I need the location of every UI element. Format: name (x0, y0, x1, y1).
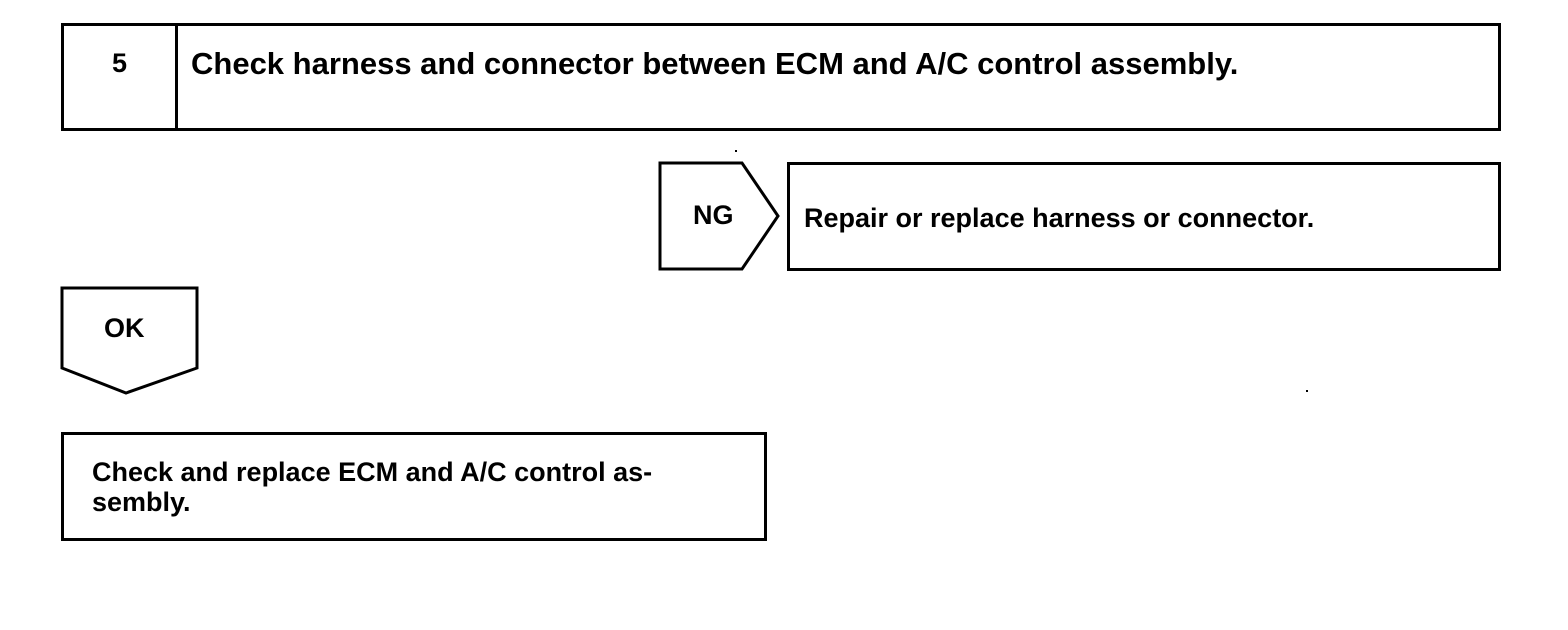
step-box: 5 Check harness and connector between EC… (61, 23, 1501, 131)
ok-label: OK (104, 313, 145, 343)
step-title: Check harness and connector between ECM … (191, 46, 1239, 81)
ok-result-text: Check and replace ECM and A/C control as… (92, 457, 653, 517)
scan-speck (1306, 390, 1308, 392)
ok-arrow-shape (60, 286, 199, 395)
ok-result-box: Check and replace ECM and A/C control as… (61, 432, 767, 541)
ng-result-text: Repair or replace harness or connector. (804, 203, 1315, 233)
ng-result-box: Repair or replace harness or connector. (787, 162, 1501, 271)
step-number: 5 (111, 48, 128, 78)
scan-speck (735, 150, 737, 152)
ng-label: NG (693, 200, 734, 230)
ng-arrow-shape (658, 161, 780, 271)
step-number-cell: 5 (64, 26, 178, 128)
